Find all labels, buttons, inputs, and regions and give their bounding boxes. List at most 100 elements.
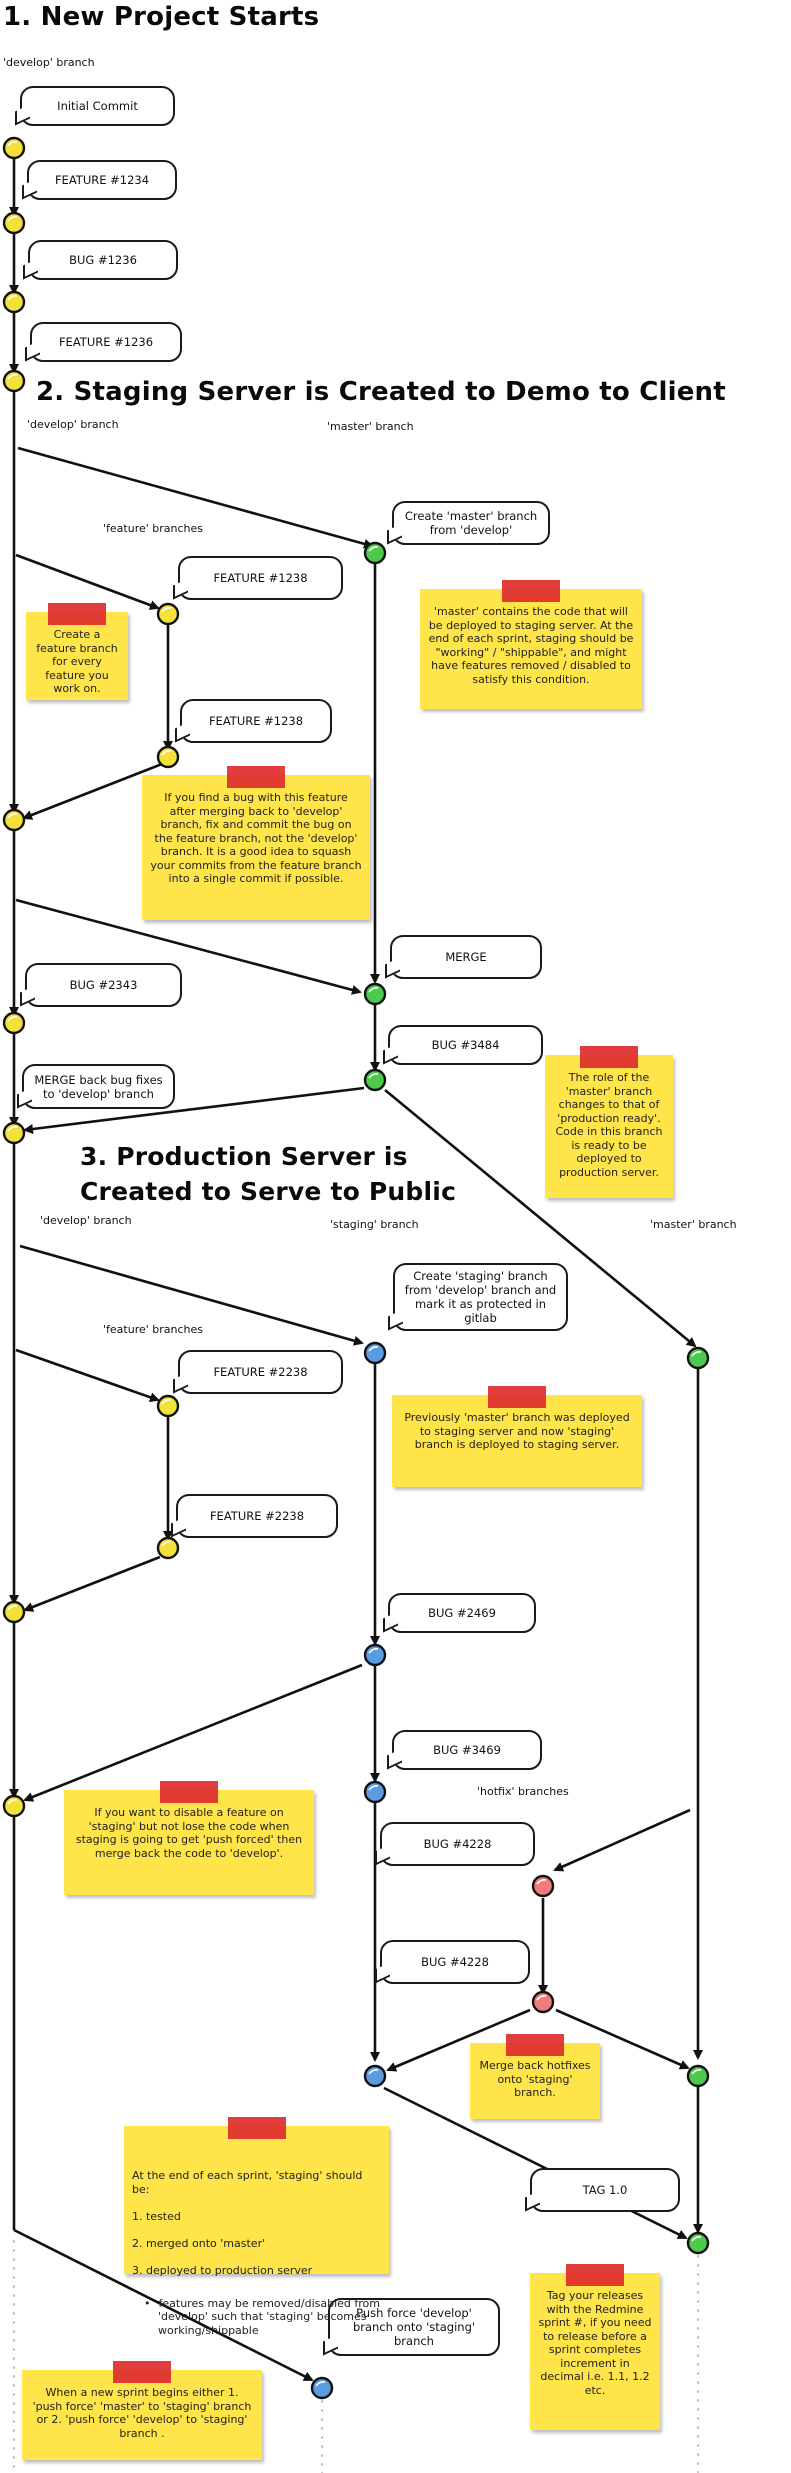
bubble-merge: MERGE [390, 935, 542, 979]
arrow-develop-to-master [17, 446, 374, 549]
bubble-bug-4228-a: BUG #4228 [380, 1822, 535, 1866]
arrow-hotfix-to-master [555, 2008, 690, 2070]
note-create-feature: Create a feature branch for every featur… [26, 603, 128, 700]
arrow-hotfix-to-staging [386, 2008, 531, 2072]
master-commit-node [686, 1346, 710, 1370]
tape [488, 1386, 546, 1408]
note-master-contains: 'master' contains the code that will be … [420, 580, 642, 709]
tape [48, 603, 106, 625]
master-commit-node [686, 2231, 710, 2255]
bubble-feature-2238-a: FEATURE #2238 [178, 1350, 343, 1394]
arrow-staging-to-develop [23, 1663, 363, 1802]
master-commit-node [363, 541, 387, 565]
note-merge-hotfixes: Merge back hotfixes onto 'staging' branc… [470, 2034, 600, 2119]
commit-node-highlight [536, 1879, 547, 1885]
develop-commit-node [156, 745, 180, 769]
heading-section-3-line-2: Created to Serve to Public [80, 1177, 457, 1206]
arrow-develop-to-feature-3 [15, 1348, 160, 1403]
tape [227, 766, 285, 788]
note-previously-master: Previously 'master' branch was deployed … [392, 1386, 642, 1487]
label-feature-branches-3: 'feature' branches [103, 1323, 203, 1336]
bubble-feature-1238-b: FEATURE #1238 [180, 699, 332, 743]
commit-node-highlight [7, 1605, 18, 1611]
tape [113, 2361, 171, 2383]
label-staging-branch-3: 'staging' branch [330, 1218, 419, 1231]
develop-commit-node [2, 1600, 26, 1624]
commit-node-highlight [691, 2236, 702, 2242]
commit-node-highlight [7, 1799, 18, 1805]
master-commit-node [363, 1068, 387, 1092]
label-feature-branches-2: 'feature' branches [103, 522, 203, 535]
end-sprint-intro: At the end of each sprint, 'staging' sho… [132, 2169, 363, 2196]
bubble-bug-2343: BUG #2343 [25, 963, 182, 1007]
arrow-master-to-develop [23, 1086, 365, 1134]
staging-commit-node [363, 2064, 387, 2088]
bubble-feature-1238-a: FEATURE #1238 [178, 556, 343, 600]
staging-commit-node [363, 1780, 387, 1804]
develop-commit-node [2, 136, 26, 160]
hotfix-commit-node [531, 1990, 555, 2014]
tape [566, 2264, 624, 2286]
commit-node-highlight [7, 216, 18, 222]
develop-commit-node [2, 1794, 26, 1818]
commit-node-highlight [368, 2069, 379, 2075]
commit-node-highlight [161, 607, 172, 613]
commit-node-highlight [691, 2069, 702, 2075]
develop-commit-node [156, 1536, 180, 1560]
commit-node-highlight [315, 2381, 326, 2387]
label-develop-branch-3: 'develop' branch [40, 1214, 132, 1227]
label-master-branch-2: 'master' branch [327, 420, 414, 433]
note-bug-after-merge: If you find a bug with this feature afte… [142, 766, 370, 920]
bubble-feature-1236: FEATURE #1236 [30, 322, 182, 362]
label-develop-branch-1: 'develop' branch [3, 56, 95, 69]
arrow-develop-to-merge [15, 898, 362, 995]
tape [227, 2117, 286, 2139]
arrow-feature-to-develop [22, 762, 163, 820]
note-role-of-master: The role of the 'master' branch changes … [545, 1046, 673, 1198]
staging-commit-node [310, 2376, 334, 2400]
arrow-master-to-master3 [384, 1088, 697, 1348]
commit-node-highlight [368, 1785, 379, 1791]
note-end-of-sprint: At the end of each sprint, 'staging' sho… [124, 2117, 389, 2337]
commit-node-highlight [368, 1648, 379, 1654]
commit-node-highlight [7, 813, 18, 819]
arrow-master-to-hotfix [553, 1808, 691, 1872]
arrow-develop-to-staging [19, 1244, 364, 1346]
staging-commit-node [363, 1341, 387, 1365]
develop-commit-node [2, 369, 26, 393]
develop-commit-node [156, 1394, 180, 1418]
bubble-bug-4228-b: BUG #4228 [380, 1940, 530, 1984]
master-commit-node [686, 2064, 710, 2088]
bubble-bug-1236: BUG #1236 [28, 240, 178, 280]
develop-commit-node [2, 1121, 26, 1145]
heading-section-1: 1. New Project Starts [3, 2, 320, 32]
bubble-tag-1-0: TAG 1.0 [530, 2168, 680, 2212]
heading-section-3-line-1: 3. Production Server is [80, 1142, 408, 1171]
commit-node-highlight [691, 1351, 702, 1357]
end-sprint-bullet: features may be removed/disabled from 'd… [132, 2297, 381, 2338]
arrow-staging-to-tag [383, 2086, 688, 2240]
label-hotfix-branches-3: 'hotfix' branches [477, 1785, 569, 1798]
develop-commit-node [2, 211, 26, 235]
commit-node-highlight [161, 1399, 172, 1405]
tape [580, 1046, 638, 1068]
commit-node-highlight [7, 1016, 18, 1022]
commit-node-highlight [368, 987, 379, 993]
master-commit-node [363, 982, 387, 1006]
bubble-merge-back: MERGE back bug fixes to 'develop' branch [22, 1064, 175, 1109]
commit-node-highlight [7, 295, 18, 301]
commit-node-highlight [368, 1346, 379, 1352]
end-sprint-item-2: 2. merged onto 'master' [132, 2236, 266, 2250]
heading-section-2: 2. Staging Server is Created to Demo to … [36, 377, 726, 407]
tape [502, 580, 560, 602]
develop-commit-node [2, 1011, 26, 1035]
arrow-feature3-to-develop [23, 1555, 161, 1612]
end-sprint-item-1: 1. tested [132, 2209, 181, 2223]
arrow-develop-to-feature [15, 553, 160, 610]
note-new-sprint: When a new sprint begins either 1. 'push… [22, 2361, 262, 2460]
staging-commit-node [363, 1643, 387, 1667]
commit-node-highlight [368, 1073, 379, 1079]
label-develop-branch-2: 'develop' branch [27, 418, 119, 431]
develop-commit-node [156, 602, 180, 626]
